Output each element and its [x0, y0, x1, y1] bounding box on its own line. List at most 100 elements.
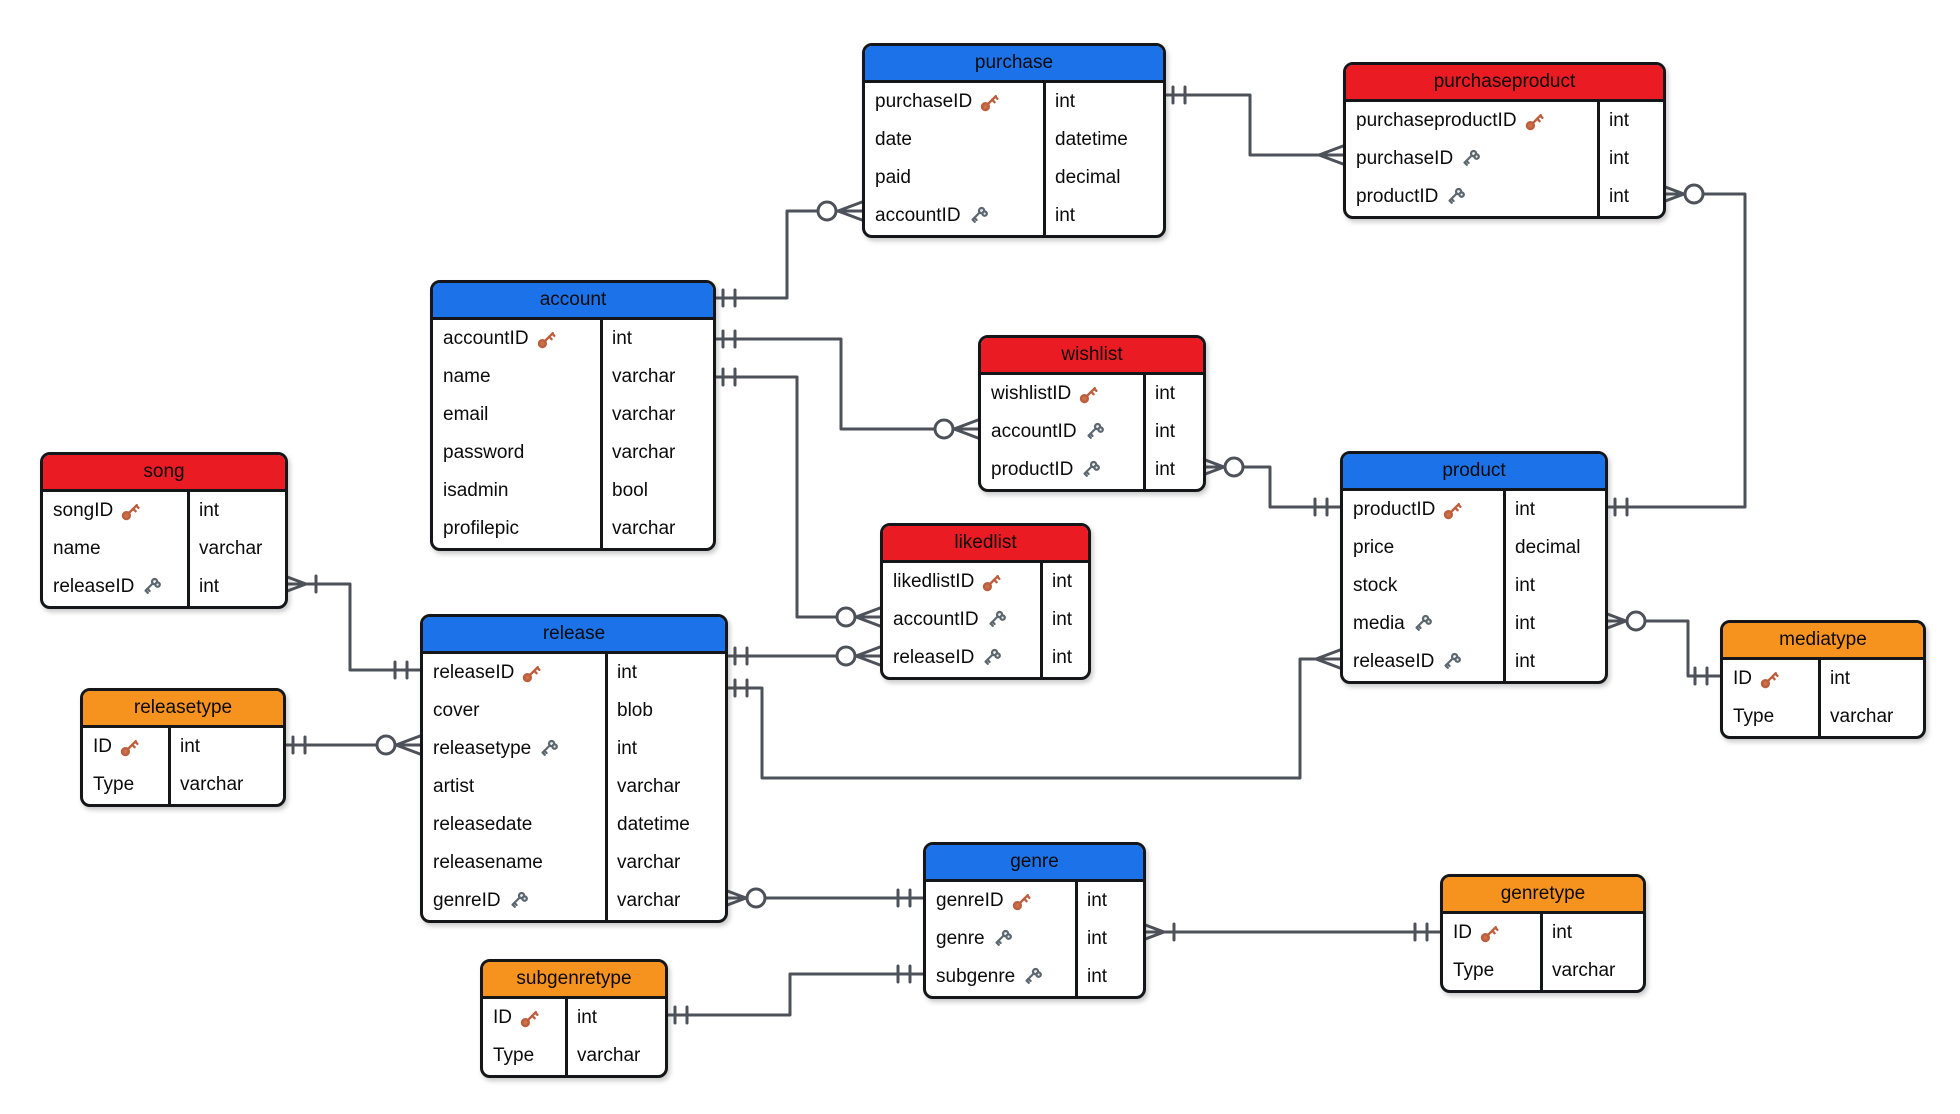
column-name-cell: releaseID	[43, 568, 190, 606]
primary-key-icon	[1442, 500, 1463, 521]
entity-title-releasetype[interactable]: releasetype	[83, 691, 283, 728]
column-type: varchar	[180, 774, 244, 795]
column-name-cell: songID	[43, 492, 190, 530]
relationship-account-wishlist	[708, 329, 980, 440]
column-name: releaseID	[433, 662, 515, 683]
entity-title-purchase[interactable]: purchase	[865, 46, 1163, 83]
relationship-subgenretype-genre	[660, 964, 925, 1025]
column-type: int	[1087, 928, 1108, 949]
column-type: datetime	[617, 814, 690, 835]
entity-title-account[interactable]: account	[433, 283, 713, 320]
entity-title-release[interactable]: release	[423, 617, 725, 654]
column-name-cell: productID	[1346, 178, 1600, 216]
column-type: decimal	[1055, 167, 1121, 188]
column-name: releasedate	[433, 814, 533, 835]
column-row-release-releasedate[interactable]: releasedate datetime	[423, 806, 725, 844]
column-type: int	[577, 1007, 598, 1028]
column-row-purchaseproduct-productID[interactable]: productID int	[1346, 178, 1663, 216]
primary-key-icon	[1078, 384, 1099, 405]
entity-title-song[interactable]: song	[43, 455, 285, 492]
column-name-cell: ID	[83, 728, 171, 766]
column-type: datetime	[1055, 129, 1128, 150]
entity-title-subgenretype[interactable]: subgenretype	[483, 962, 665, 999]
relationship-account-purchase	[708, 200, 864, 308]
column-type: int	[1155, 459, 1176, 480]
entity-title-genretype[interactable]: genretype	[1443, 877, 1643, 914]
column-name: password	[443, 442, 525, 463]
entity-title-purchaseproduct[interactable]: purchaseproduct	[1346, 65, 1663, 102]
entity-title-likedlist[interactable]: likedlist	[883, 526, 1088, 563]
entity-title-wishlist[interactable]: wishlist	[981, 338, 1203, 375]
foreign-key-icon	[508, 891, 529, 912]
entity-title-mediatype[interactable]: mediatype	[1723, 623, 1923, 660]
foreign-key-icon	[986, 610, 1007, 631]
column-name: wishlistID	[991, 383, 1072, 404]
column-type: int	[1609, 186, 1630, 207]
entity-title-genre[interactable]: genre	[926, 845, 1143, 882]
entity-title-product[interactable]: product	[1343, 454, 1605, 491]
column-name-cell: subgenre	[926, 958, 1078, 996]
column-name-cell: genreID	[926, 882, 1078, 920]
column-name: ID	[1733, 668, 1752, 689]
column-type: int	[1515, 575, 1536, 596]
foreign-key-icon	[141, 577, 162, 598]
